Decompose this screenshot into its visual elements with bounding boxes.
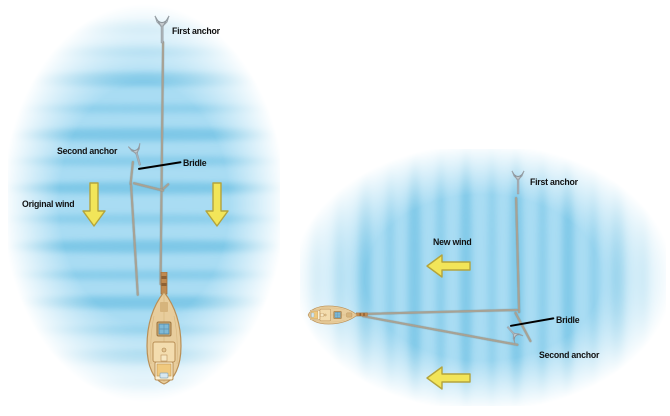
label-first-anchor-left: First anchor [172, 26, 220, 37]
wind-arrow-right [204, 182, 230, 228]
first-anchor-icon-right [508, 168, 528, 196]
first-anchor-icon [150, 13, 174, 45]
new-wind-panel [300, 149, 666, 406]
label-new-wind: New wind [433, 237, 472, 248]
original-wind-panel [8, 4, 280, 402]
wind-arrow-lower-right [425, 365, 471, 391]
label-bridle-left: Bridle [183, 158, 207, 169]
sailboat-top-view-right [306, 293, 368, 337]
label-second-anchor-right: Second anchor [539, 350, 600, 361]
sailboat-top-view-left [142, 272, 186, 388]
label-original-wind: Original wind [22, 199, 75, 210]
wind-arrow-left [81, 182, 107, 228]
second-anchor-icon [124, 139, 150, 170]
label-bridle-right: Bridle [556, 315, 580, 326]
wind-arrow-upper-right [425, 253, 471, 279]
label-second-anchor-left: Second anchor [57, 146, 118, 157]
label-first-anchor-right: First anchor [530, 177, 578, 188]
second-anchor-icon-right [500, 319, 528, 347]
